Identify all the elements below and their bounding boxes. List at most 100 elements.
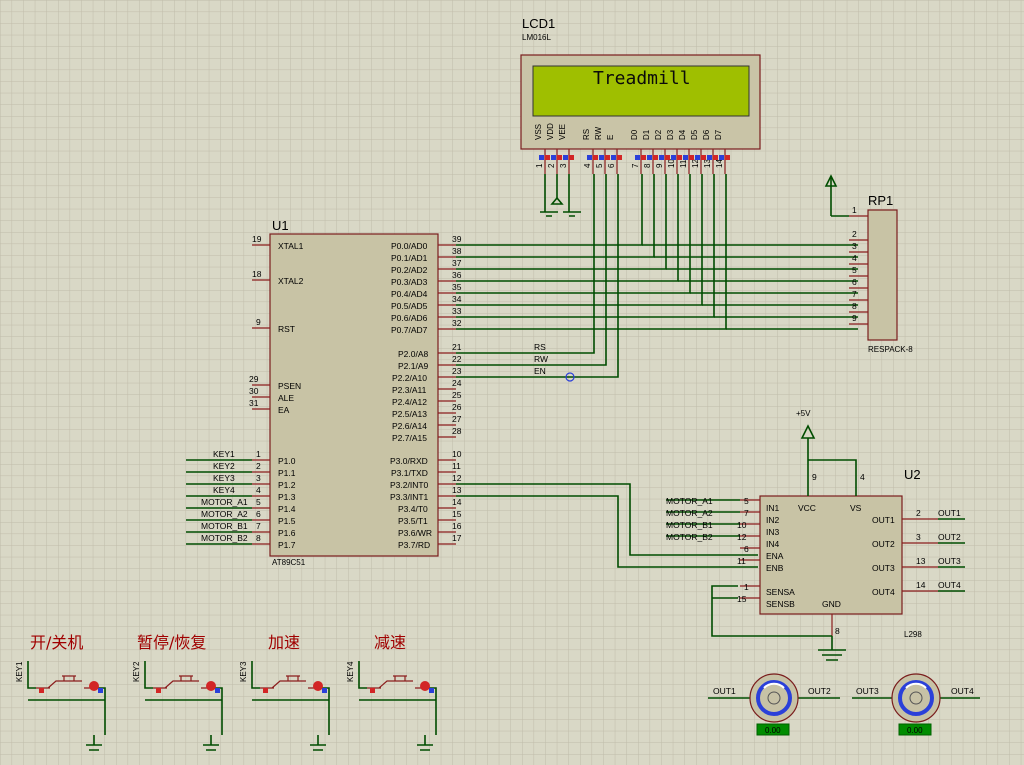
- net-motor-b1: MOTOR_B1: [201, 521, 248, 531]
- lcd-pin-number-11: 11: [679, 159, 688, 168]
- u1-left-pins: XTAL1 XTAL2 RST PSEN ALE EA P1.0 P1.1 P1…: [278, 241, 304, 550]
- u1-pin-p3-2: P3.2/INT0: [390, 480, 429, 490]
- u1-pin-p0-1: P0.1/AD1: [391, 253, 428, 263]
- key1-label: 开/关机: [30, 633, 83, 652]
- lcd-pin-name-d4: D4: [678, 129, 687, 140]
- u1-right-pin-numbers: 39 38 37 36 35 34 33 32 21 22 23 24 25 2…: [452, 234, 462, 543]
- rp1-resistor-pack[interactable]: RP1 RESPACK-8 1 2 3 4 5 6 7 8 9: [824, 174, 913, 354]
- u2-pin-in3: IN3: [766, 527, 780, 537]
- u2-net-labels: MOTOR_A1 MOTOR_A2 MOTOR_B1 MOTOR_B2 OUT1…: [666, 496, 961, 590]
- u1-pin-p2-7: P2.7/A15: [392, 433, 427, 443]
- u1-right-num-17: 17: [452, 533, 462, 543]
- u1-left-num-8: 8: [256, 533, 261, 543]
- motor-2[interactable]: OUT3 OUT4 0.00: [852, 673, 980, 736]
- u2-out4-label: OUT4: [938, 580, 961, 590]
- lcd-pin-numbers: 1 2 3 4 5 6 7 8 9 10 11 12 13 14: [535, 159, 724, 168]
- rp1-ref: RP1: [868, 193, 893, 208]
- u2-out1-label: OUT1: [938, 508, 961, 518]
- key4-ref: KEY4: [346, 661, 355, 682]
- u2-pin-out2: OUT2: [872, 539, 895, 549]
- u1-left-num-9: 9: [256, 317, 261, 327]
- lcd-pin-number-13: 13: [703, 159, 712, 168]
- key3-button[interactable]: KEY3: [239, 661, 330, 751]
- lcd-pin-name-d0: D0: [630, 129, 639, 140]
- lcd-pin-number-12: 12: [691, 159, 700, 168]
- u1-right-num-25: 25: [452, 390, 462, 400]
- u1-left-num-3: 3: [256, 473, 261, 483]
- u1-pin-p3-6: P3.6/WR: [398, 528, 432, 538]
- u1-pin-p0-3: P0.3/AD3: [391, 277, 428, 287]
- u1-left-num-1: 1: [256, 449, 261, 459]
- u2-pin-out4: OUT4: [872, 587, 895, 597]
- net-key3: KEY3: [213, 473, 235, 483]
- u1-left-num-4: 4: [256, 485, 261, 495]
- u1-left-num-18: 18: [252, 269, 262, 279]
- motor1-readout-box: [756, 723, 790, 736]
- key4-button[interactable]: KEY4: [346, 661, 437, 751]
- rp1-pin-5: 5: [852, 265, 857, 275]
- u2-out3-label: OUT3: [938, 556, 961, 566]
- rp1-pin-9: 9: [852, 313, 857, 323]
- motor-1[interactable]: OUT1 OUT2 0.00: [708, 673, 840, 736]
- key3-ref: KEY3: [239, 661, 248, 682]
- lcd-pin-name-d6: D6: [702, 129, 711, 140]
- key1-button[interactable]: KEY1: [15, 661, 106, 751]
- key1-ref: KEY1: [15, 661, 24, 682]
- u1-pin-p3-1: P3.1/TXD: [391, 468, 428, 478]
- u2-left-num-15: 15: [737, 594, 747, 604]
- u2-pin-vs: VS: [850, 503, 862, 513]
- u1-pin-p2-6: P2.6/A14: [392, 421, 427, 431]
- lcd-pin-name-d3: D3: [666, 129, 675, 140]
- u1-pin-p3-4: P3.4/T0: [398, 504, 428, 514]
- u2-ref: U2: [904, 467, 921, 482]
- lcd-pin-number-2: 2: [547, 163, 556, 168]
- motor1-readout: 0.00: [765, 726, 781, 735]
- u2-pin-ena: ENA: [766, 551, 784, 561]
- u1-pin-p3-0: P3.0/RXD: [390, 456, 428, 466]
- lcd-screen: [532, 65, 750, 117]
- u1-right-num-23: 23: [452, 366, 462, 376]
- u1-right-num-39: 39: [452, 234, 462, 244]
- u2-pin-enb: ENB: [766, 563, 784, 573]
- u2-pin-sensa: SENSA: [766, 587, 795, 597]
- net-key1: KEY1: [213, 449, 235, 459]
- u1-right-num-33: 33: [452, 306, 462, 316]
- lcd-pin-name-vee: VEE: [558, 124, 567, 140]
- u1-pin-psen: PSEN: [278, 381, 301, 391]
- lcd-pin-name-rs: RS: [582, 129, 591, 140]
- u1-right-num-38: 38: [452, 246, 462, 256]
- u1-right-num-26: 26: [452, 402, 462, 412]
- u1-pin-p2-0: P2.0/A8: [398, 349, 429, 359]
- motor1-left-label: OUT1: [713, 686, 736, 696]
- lcd1[interactable]: LCD1 LM016L Treadmill VSS VDD VEE RS RW …: [520, 16, 761, 168]
- net-motor-a2: MOTOR_A2: [201, 509, 248, 519]
- lcd-pin-number-10: 10: [667, 159, 676, 168]
- u1-right-num-10: 10: [452, 449, 462, 459]
- u1-pin-p0-5: P0.5/AD5: [391, 301, 428, 311]
- key2-button[interactable]: KEY2: [132, 661, 223, 751]
- u2-left-num-5: 5: [744, 496, 749, 506]
- u1-pin-p1-6: P1.6: [278, 528, 296, 538]
- u1-microcontroller[interactable]: U1 AT89C51 XTAL1 XTAL2 RST PSEN ALE EA P…: [249, 218, 462, 567]
- rp1-pin-3: 3: [852, 241, 857, 251]
- lcd-screen-text: Treadmill: [593, 68, 691, 89]
- net-motor-b2: MOTOR_B2: [201, 533, 248, 543]
- u1-right-num-32: 32: [452, 318, 462, 328]
- u2-right-num-13: 13: [916, 556, 926, 566]
- lcd-pin-names: VSS VDD VEE RS RW E D0 D1 D2 D3 D4 D5 D6…: [534, 123, 723, 140]
- motor1-rotor: [756, 680, 792, 716]
- motor2-left-label: OUT3: [856, 686, 879, 696]
- u2-right-num-2: 2: [916, 508, 921, 518]
- u1-right-num-24: 24: [452, 378, 462, 388]
- lcd-pin-number-14: 14: [715, 159, 724, 168]
- motor2-rotor: [898, 680, 934, 716]
- u1-left-pin-numbers: 19 18 9 29 30 31 1 2 3 4 5 6 7 8: [249, 234, 262, 543]
- u2-left-num-10: 10: [737, 520, 747, 530]
- u1-pin-rst: RST: [278, 324, 295, 334]
- u2-l298-driver[interactable]: +5V U2 L298 VCC VS 9 4 IN1 IN2 IN3 IN4 E…: [666, 409, 965, 661]
- u1-pin-p0-0: P0.0/AD0: [391, 241, 428, 251]
- u1-pin-p2-2: P2.2/A10: [392, 373, 427, 383]
- u1-right-num-12: 12: [452, 473, 462, 483]
- lcd-part: LM016L: [522, 33, 551, 42]
